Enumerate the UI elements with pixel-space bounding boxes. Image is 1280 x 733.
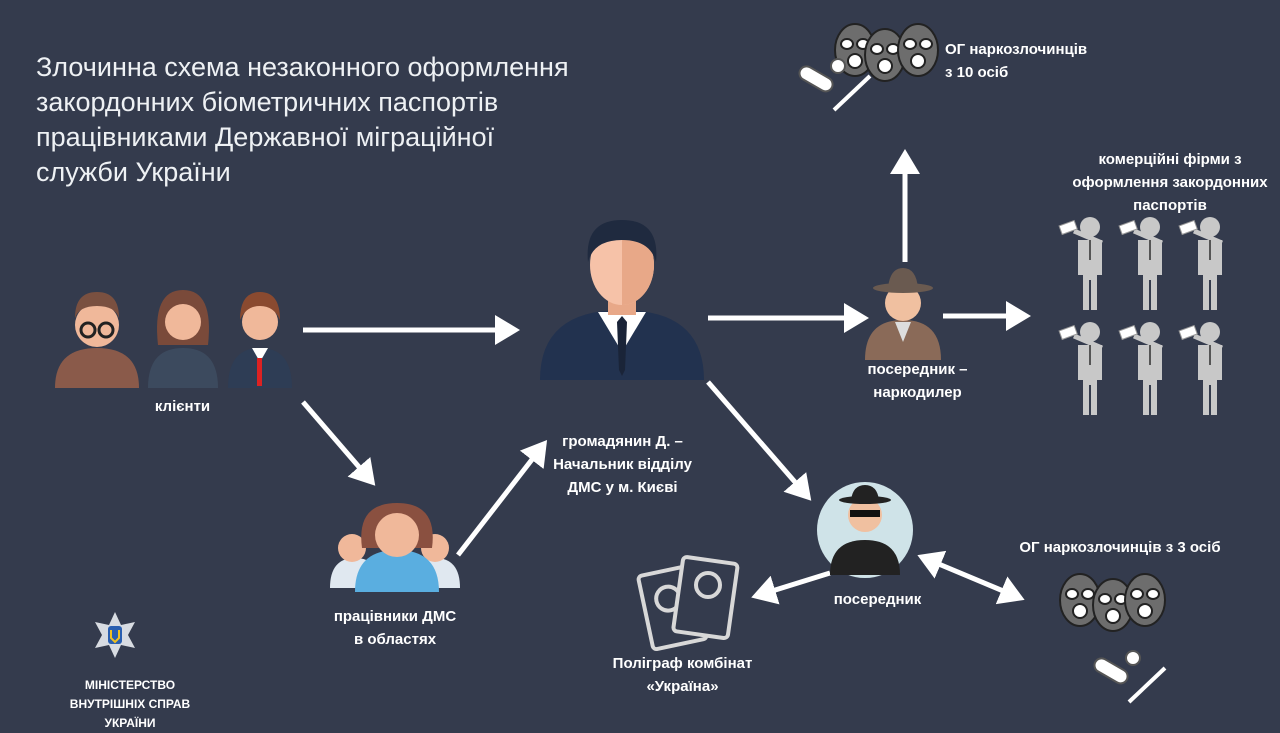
arrow-workers-to-boss (456, 440, 548, 557)
label-line: з 10 осіб (945, 64, 1009, 81)
og10-label: ОГ наркозлочинців з 10 осіб (945, 38, 1087, 84)
label-line: ОГ наркозлочинців (945, 41, 1088, 58)
og3-label: ОГ наркозлочинців з 3 осіб (1019, 539, 1221, 556)
label-line: Поліграф комбінат (612, 655, 753, 672)
label-line: наркодилер (873, 384, 962, 401)
arrow-clients-to-workers (301, 400, 376, 486)
dealer-icon (865, 268, 941, 360)
firms-label: комерційні фірми з оформлення закордонни… (1060, 148, 1280, 217)
logo-line: МІНІСТЕРСТВО (84, 678, 176, 692)
page-title: Злочинна схема незаконного оформлення за… (36, 50, 569, 190)
label-line: Начальник відділу (553, 456, 692, 473)
title-line: служби України (36, 157, 231, 187)
passports-icon (636, 555, 740, 652)
label-line: «Україна» (646, 678, 719, 695)
og10-masks-icon (794, 23, 939, 112)
ministry-name: МІНІСТЕРСТВО ВНУТРІШНІХ СПРАВ УКРАЇНИ (45, 676, 215, 733)
title-line: Злочинна схема незаконного оформлення (36, 52, 569, 82)
boss-label: громадянин Д. – Начальник відділу ДМС у … (530, 430, 715, 499)
label-line: оформлення закордонних (1072, 174, 1268, 191)
intermediary-icon (817, 482, 913, 578)
label-line: паспортів (1133, 197, 1207, 214)
title-line: закордонних біометричних паспортів (36, 87, 499, 117)
workers-label: працівники ДМС в областях (320, 605, 470, 651)
arrows (301, 149, 1031, 605)
arrow-boss-to-intermediary (706, 380, 812, 501)
label-line: в областях (353, 631, 437, 648)
og3-masks-icon (1059, 573, 1167, 704)
label-line: працівники ДМС (333, 608, 457, 625)
logo-line: ВНУТРІШНІХ СПРАВ УКРАЇНИ (69, 697, 191, 730)
clients-icon (55, 290, 292, 388)
label-line: ДМС у м. Києві (567, 479, 678, 496)
dealer-label: посередник – наркодилер (850, 358, 985, 404)
label-line: посередник – (867, 361, 968, 378)
title-line: працівниками Державної міграційної (36, 122, 495, 152)
clients-label: клієнти (154, 398, 211, 415)
firms-people-icon (1059, 217, 1222, 415)
printing-label: Поліграф комбінат «Україна» (600, 652, 765, 698)
ministry-logo-icon (95, 612, 135, 658)
workers-icon (330, 503, 460, 592)
arrow-intermediary-to-printing (751, 570, 831, 605)
label-line: громадянин Д. – (562, 433, 683, 450)
intermediary-label: посередник (833, 591, 922, 608)
boss-icon (540, 220, 704, 380)
arrow-intermediary-og3 (917, 550, 1025, 605)
label-line: комерційні фірми з (1098, 151, 1242, 168)
